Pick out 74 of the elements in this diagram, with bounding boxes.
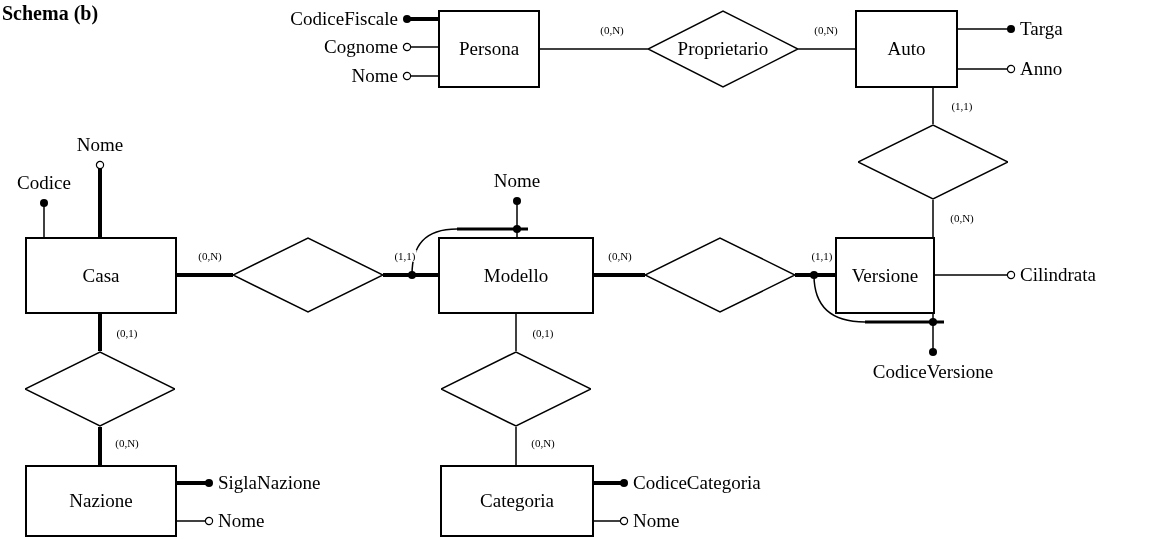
entity-box [835, 237, 935, 314]
relationship-diamond [441, 351, 591, 427]
cardinality-label: (0,N) [114, 437, 140, 449]
cardinality-label: (0,N) [949, 212, 975, 224]
entity-label: Casa [82, 264, 120, 287]
cardinality-label: (0,N) [813, 24, 839, 36]
attribute-label: CodiceVersione [843, 361, 1023, 383]
attribute-line [40, 199, 48, 238]
relationship-diamond [648, 10, 798, 88]
connector-line [797, 48, 856, 50]
connector-line [795, 273, 835, 277]
attribute-label: Cognome [240, 36, 398, 58]
attribute-label: Nome [60, 134, 140, 156]
cardinality-label: (1,1) [810, 250, 834, 262]
entity-label: Persona [458, 38, 520, 60]
attribute-line [957, 64, 1016, 74]
entity-label: Categoria [480, 490, 554, 512]
attribute-label: Nome [633, 510, 733, 532]
cardinality-label: (1,1) [393, 250, 417, 262]
connector-line [539, 48, 649, 50]
entity-box [25, 237, 177, 314]
connector-line [594, 273, 645, 277]
attribute-line [403, 15, 438, 23]
connector-line [932, 199, 934, 238]
cardinality-label: (0,1) [115, 327, 139, 339]
attribute-label: SiglaNazione [218, 472, 378, 494]
entity-box [438, 10, 540, 88]
connector-line [383, 273, 438, 277]
cardinality-label: (1,1) [950, 100, 974, 112]
entity-label: Versione [851, 264, 919, 287]
attribute-label: Nome [477, 170, 557, 192]
relationship-diamond [233, 237, 383, 313]
entity-label: Auto [887, 38, 926, 60]
attribute-line [513, 197, 521, 238]
entity-box [438, 237, 594, 314]
attribute-label: Nome [240, 65, 398, 87]
entity-box [440, 465, 594, 537]
cardinality-label: (0,N) [197, 250, 223, 262]
entity-box [855, 10, 958, 88]
connector-line [98, 314, 102, 351]
attribute-label: Codice [9, 172, 79, 194]
connector-line [932, 87, 934, 125]
attribute-line [593, 516, 629, 526]
attribute-label: CodiceFiscale [240, 8, 398, 30]
attribute-line [95, 160, 105, 237]
title: Schema (b) [2, 2, 99, 25]
cardinality-label: (0,N) [599, 24, 625, 36]
cardinality-label: (0,N) [607, 250, 633, 262]
connector-line [515, 313, 517, 352]
attribute-line [177, 479, 213, 487]
attribute-line [957, 25, 1015, 33]
attribute-line [929, 313, 937, 356]
attribute-label: Anno [1020, 58, 1110, 80]
attribute-label: Cilindrata [1020, 264, 1150, 286]
attribute-line [594, 479, 628, 487]
connector-line [515, 426, 517, 466]
relationship-label: Proprietario [677, 38, 769, 60]
attribute-label: CodiceCategoria [633, 472, 833, 494]
cardinality-label: (0,1) [531, 327, 555, 339]
attribute-label: Targa [1020, 18, 1110, 40]
relationship-diamond [645, 237, 795, 313]
attribute-line [934, 270, 1016, 280]
cardinality-label: (0,N) [530, 437, 556, 449]
relationship-diamond [858, 124, 1008, 200]
connector-line [177, 273, 233, 277]
connector-line [98, 427, 102, 465]
attribute-line [176, 516, 214, 526]
entity-box [25, 465, 177, 537]
attribute-line [402, 71, 439, 81]
attribute-label: Nome [218, 510, 318, 532]
entity-label: Nazione [69, 490, 133, 512]
entity-label: Modello [483, 264, 549, 287]
attribute-line [402, 42, 439, 52]
relationship-diamond [25, 351, 175, 427]
